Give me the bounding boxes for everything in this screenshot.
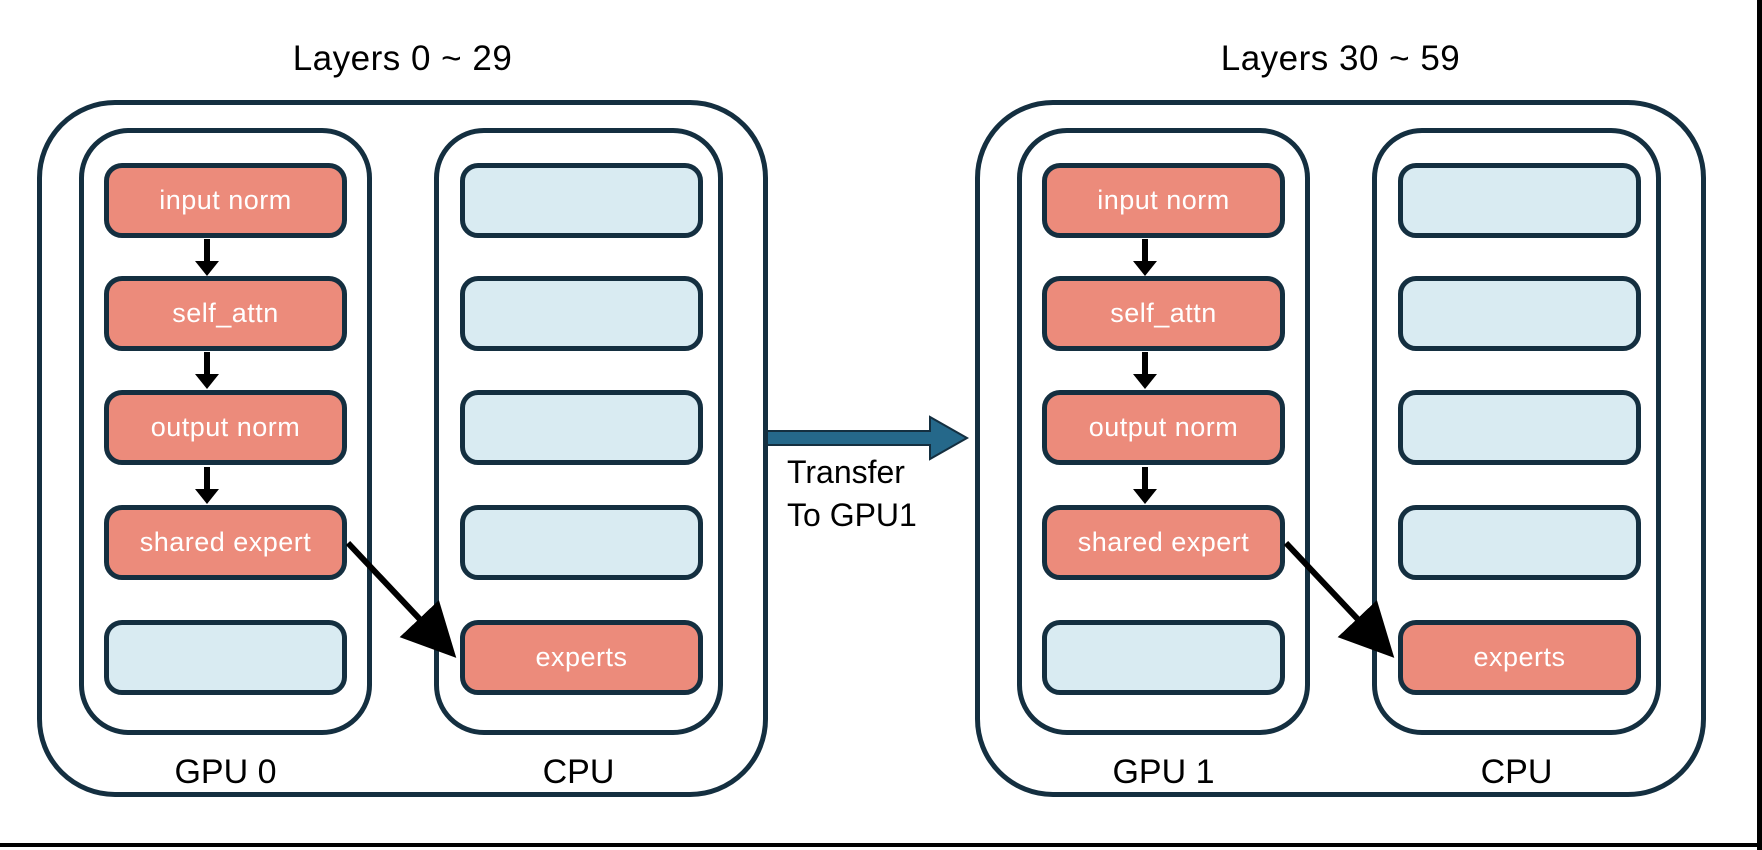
module-box-shared-expert: shared expert [1042, 505, 1285, 580]
cpu-container: experts [1372, 128, 1661, 735]
module-box-empty [1398, 390, 1641, 465]
device-label-gpu0: GPU 0 [174, 753, 277, 791]
module-box-experts: experts [460, 620, 703, 695]
device-label-cpu: CPU [1480, 753, 1553, 791]
frame-bottom-edge [0, 843, 1762, 847]
gpu1-container: input norm self_attn output norm shared … [1017, 128, 1310, 735]
group-title: Layers 0 ~ 29 [292, 39, 513, 78]
gpu0-container: input norm self_attn output norm shared … [79, 128, 372, 735]
module-box-output-norm: output norm [1042, 390, 1285, 465]
module-box-empty [460, 276, 703, 351]
module-box-empty [460, 390, 703, 465]
module-box-empty [460, 505, 703, 580]
module-box-self-attn: self_attn [1042, 276, 1285, 351]
module-box-output-norm: output norm [104, 390, 347, 465]
device-label-cpu: CPU [542, 753, 615, 791]
module-box-empty [1398, 163, 1641, 238]
group-title: Layers 30 ~ 59 [1220, 39, 1461, 78]
node-container: input norm self_attn output norm shared … [37, 100, 768, 797]
device-label-gpu1: GPU 1 [1112, 753, 1215, 791]
module-box-empty [104, 620, 347, 695]
transfer-label-line2: To GPU1 [787, 497, 917, 533]
module-box-empty [1398, 505, 1641, 580]
layer-group-1: Layers 30 ~ 59 input norm self_attn outp… [975, 36, 1706, 797]
transfer-label: Transfer To GPU1 [787, 451, 917, 537]
module-box-shared-expert: shared expert [104, 505, 347, 580]
down-arrow-icon [1132, 352, 1158, 389]
frame-right-edge [1757, 0, 1762, 850]
module-box-empty [460, 163, 703, 238]
down-arrow-icon [194, 467, 220, 504]
transfer-arrow-icon [766, 415, 970, 461]
module-box-empty [1398, 276, 1641, 351]
down-arrow-icon [194, 352, 220, 389]
module-box-self-attn: self_attn [104, 276, 347, 351]
down-arrow-icon [1132, 467, 1158, 504]
down-arrow-icon [1132, 239, 1158, 276]
module-box-experts: experts [1398, 620, 1641, 695]
module-box-empty [1042, 620, 1285, 695]
transfer-label-line1: Transfer [787, 454, 905, 490]
down-arrow-icon [194, 239, 220, 276]
layer-group-0: Layers 0 ~ 29 input norm self_attn outpu… [37, 36, 768, 797]
module-box-input-norm: input norm [1042, 163, 1285, 238]
node-container: input norm self_attn output norm shared … [975, 100, 1706, 797]
cpu-container: experts [434, 128, 723, 735]
module-box-input-norm: input norm [104, 163, 347, 238]
